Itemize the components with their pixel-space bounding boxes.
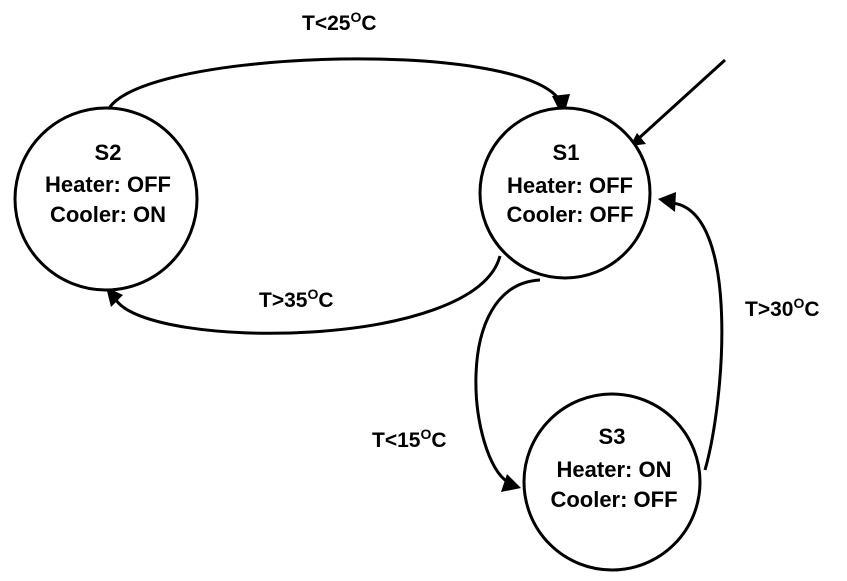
edge-label-s3-to-s1-unit: C [804, 298, 819, 321]
edge-label-s2-to-s1: T<25OC [302, 9, 377, 35]
initial-arrow [630, 58, 727, 146]
state-s3-heater: Heater: ON [557, 457, 672, 482]
state-s1-circle [478, 106, 652, 280]
edge-label-s2-to-s1-value: T<25 [302, 12, 351, 35]
state-s3: S3 Heater: ON Cooler: OFF [522, 392, 702, 572]
edge-label-s1-to-s2-unit: C [318, 289, 333, 312]
state-s2: S2 Heater: OFF Cooler: ON [13, 106, 199, 292]
edge-s2-to-s1 [104, 57, 570, 119]
edge-label-s3-to-s1-degree: O [793, 295, 804, 311]
state-s3-circle [522, 392, 702, 572]
edge-label-s1-to-s3: T<15OC [372, 426, 447, 452]
edge-label-s1-to-s2: T>35OC [259, 286, 334, 312]
state-s1-cooler: Cooler: OFF [506, 202, 633, 227]
edge-label-s2-to-s1-degree: O [350, 9, 361, 25]
edge-s2-to-s1-arrowhead [552, 94, 570, 118]
edge-s1-to-s3 [474, 278, 541, 492]
state-s1-heater: Heater: OFF [507, 173, 633, 198]
edge-s1-to-s3-arrowhead [501, 474, 521, 492]
state-s2-circle [13, 106, 199, 292]
state-s2-heater: Heater: OFF [45, 172, 171, 197]
edge-s1-to-s2 [106, 255, 502, 335]
state-s3-cooler: Cooler: OFF [550, 487, 677, 512]
state-s2-cooler: Cooler: ON [50, 202, 166, 227]
edge-label-s1-to-s2-value: T>35 [259, 289, 308, 312]
edge-s3-to-s1-arrowhead [658, 192, 676, 212]
edge-label-s3-to-s1-value: T>30 [745, 298, 793, 321]
state-s2-name: S2 [95, 140, 122, 165]
edge-label-s1-to-s3-value: T<15 [372, 429, 421, 452]
edge-label-s2-to-s1-unit: C [361, 12, 376, 35]
edge-label-s1-to-s3-degree: O [420, 426, 431, 442]
edge-s3-to-s1 [658, 192, 724, 471]
state-s1-name: S1 [553, 140, 580, 165]
state-s3-name: S3 [599, 424, 626, 449]
edge-label-s1-to-s2-degree: O [307, 286, 318, 302]
state-s1: S1 Heater: OFF Cooler: OFF [478, 106, 652, 280]
edge-label-s1-to-s3-unit: C [431, 429, 446, 452]
edge-label-s3-to-s1: T>30OC [745, 295, 820, 321]
edge-s1-to-s2-arrowhead [106, 287, 123, 307]
